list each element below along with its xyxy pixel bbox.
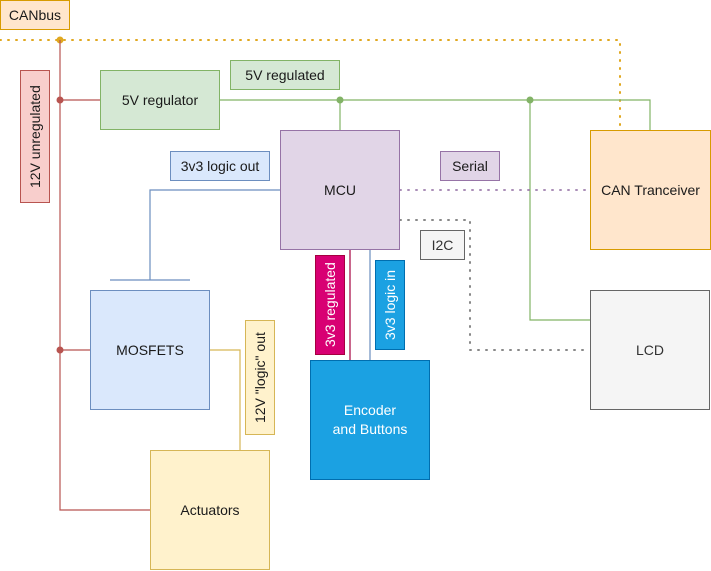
regulator-5v-block[interactable]: 5V regulator: [100, 70, 220, 130]
i2c-label: I2C: [420, 230, 465, 260]
power-12v-junction: [56, 96, 64, 104]
actuators-block[interactable]: Actuators: [150, 450, 270, 570]
logic-out-12v-label: 12V "logic" out: [245, 320, 275, 435]
mcu-block[interactable]: MCU: [280, 130, 400, 250]
logic-out-3v3-label: 3v3 logic out: [170, 151, 270, 181]
power-5v-to-lcd: [529, 100, 590, 321]
regulated-5v-label: 5V regulated: [230, 60, 340, 90]
i2c-wire: [399, 219, 591, 351]
power-12v-wire: [59, 40, 150, 511]
logic-out-3v3-wire: [149, 189, 280, 280]
power-5v-junction: [526, 96, 534, 104]
serial-label: Serial: [440, 151, 500, 181]
can-transceiver-block[interactable]: CAN Tranceiver: [590, 130, 711, 250]
logic-in-3v3-label: 3v3 logic in: [375, 260, 405, 350]
lcd-block[interactable]: LCD: [590, 290, 710, 410]
canbus-label: CANbus: [0, 0, 70, 30]
unregulated-12v-label: 12V unregulated: [20, 70, 50, 203]
power-5v-junction: [336, 96, 344, 104]
logic-out-12v-wire: [210, 349, 241, 450]
regulated-3v3-label: 3v3 regulated: [315, 255, 345, 355]
power-12v-junction: [56, 346, 64, 354]
mosfets-block[interactable]: MOSFETS: [90, 290, 210, 410]
encoder-buttons-block[interactable]: Encoder and Buttons: [310, 360, 430, 480]
power-5v-wire: [220, 99, 651, 130]
